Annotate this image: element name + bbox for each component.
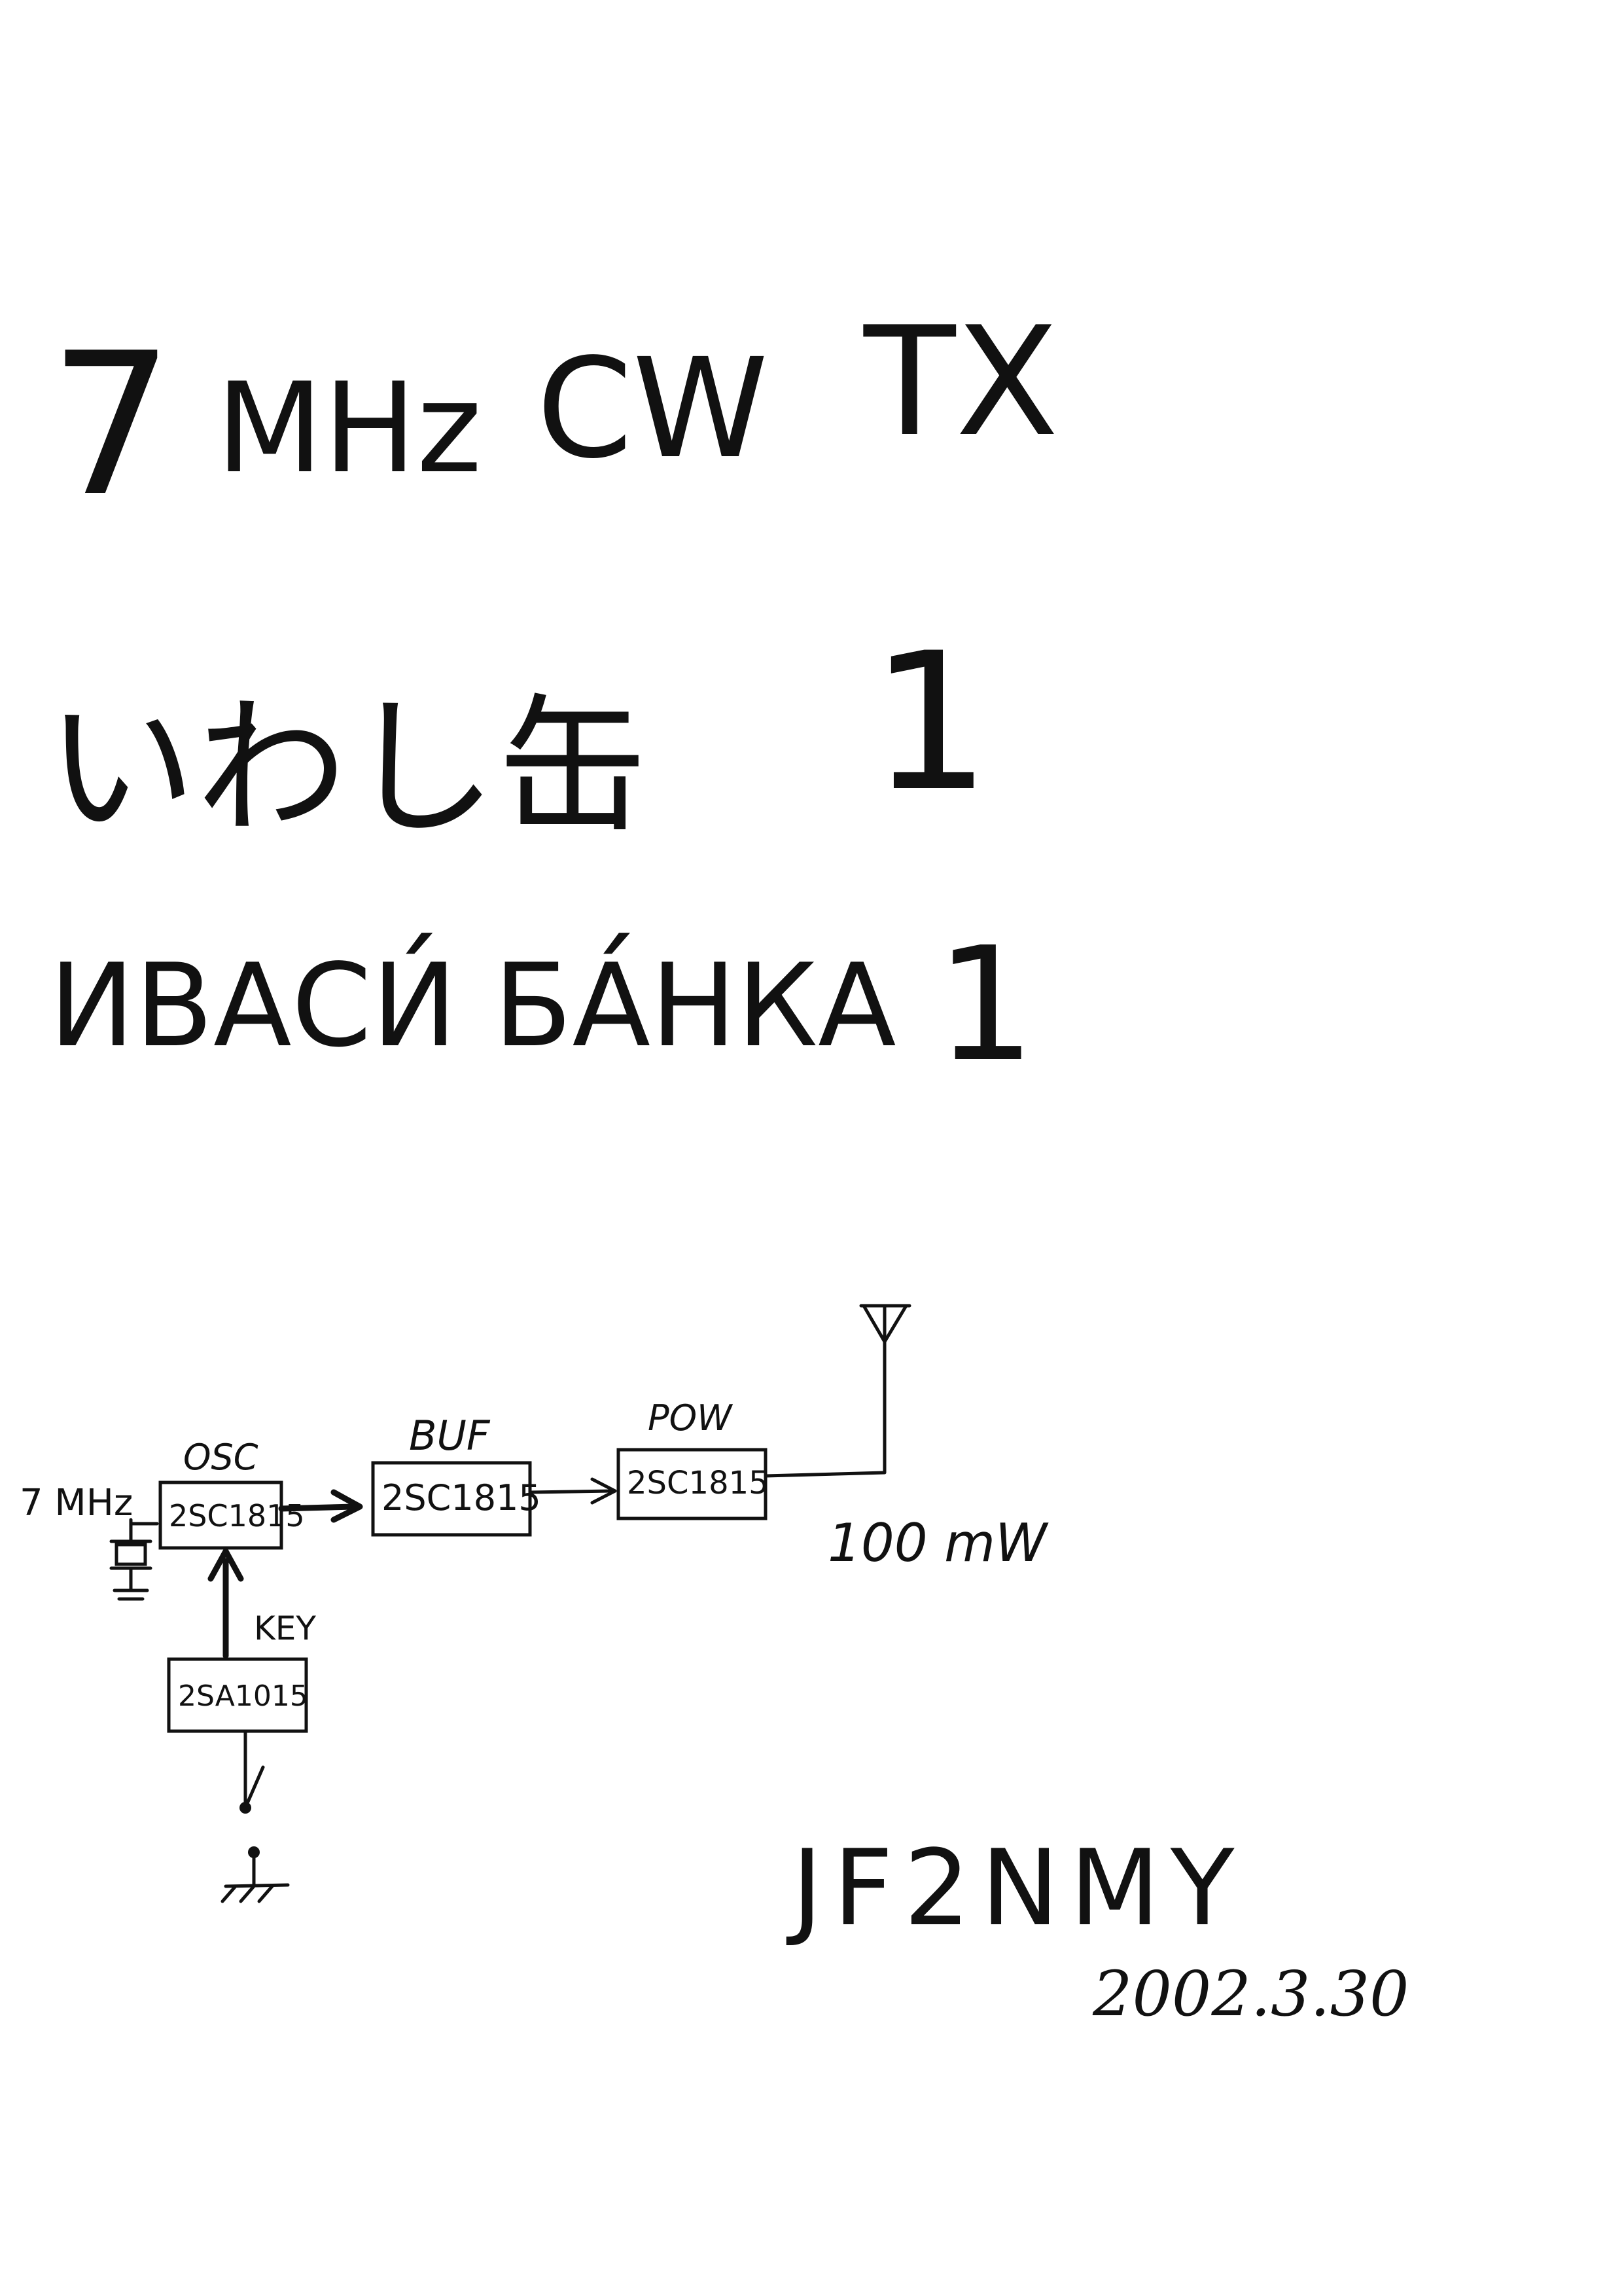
osc-to-buf-arrow <box>278 1489 363 1523</box>
buf-part-number: 2SC1815 <box>381 1477 541 1518</box>
japanese-name: いわし缶 <box>46 681 648 856</box>
japanese-number: 1 <box>870 613 991 833</box>
output-power-label: 100 mW <box>828 1513 1049 1573</box>
crystal-icon <box>109 1518 159 1601</box>
osc-block: 2SC1815 <box>158 1480 305 1550</box>
russian-number: 1 <box>936 913 1036 1096</box>
pow-part-number: 2SC1815 <box>627 1465 769 1501</box>
title-transmitter: TX <box>864 295 1059 470</box>
buf-to-pow-arrow <box>529 1477 617 1505</box>
osc-part-number: 2SC1815 <box>169 1498 305 1534</box>
key-part-number: 2SA1015 <box>178 1679 308 1713</box>
input-frequency-label: 7 MHz <box>20 1482 133 1524</box>
output-line <box>764 1340 887 1478</box>
key-stage-label: KEY <box>254 1609 316 1647</box>
russian-name: ИВАСИ́ БА́НКА <box>49 940 896 1073</box>
pow-block: 2SC1815 <box>616 1448 769 1520</box>
title-mode: CW <box>537 329 769 489</box>
title-unit: MHz <box>216 356 482 501</box>
ground-icon <box>221 1883 290 1903</box>
key-switch-icon <box>239 1729 265 1887</box>
antenna-icon <box>859 1304 911 1344</box>
osc-stage-label: OSC <box>183 1437 258 1478</box>
pow-stage-label: POW <box>648 1397 733 1439</box>
buf-block: 2SC1815 <box>371 1461 541 1537</box>
callsign: JF2NMY <box>792 1827 1245 1949</box>
key-to-osc-arrowhead <box>207 1548 244 1582</box>
date: 2002.3.30 <box>1093 1958 1409 2030</box>
key-block: 2SA1015 <box>167 1657 308 1733</box>
buf-stage-label: BUF <box>409 1412 491 1460</box>
title-frequency: 7 <box>49 311 174 539</box>
